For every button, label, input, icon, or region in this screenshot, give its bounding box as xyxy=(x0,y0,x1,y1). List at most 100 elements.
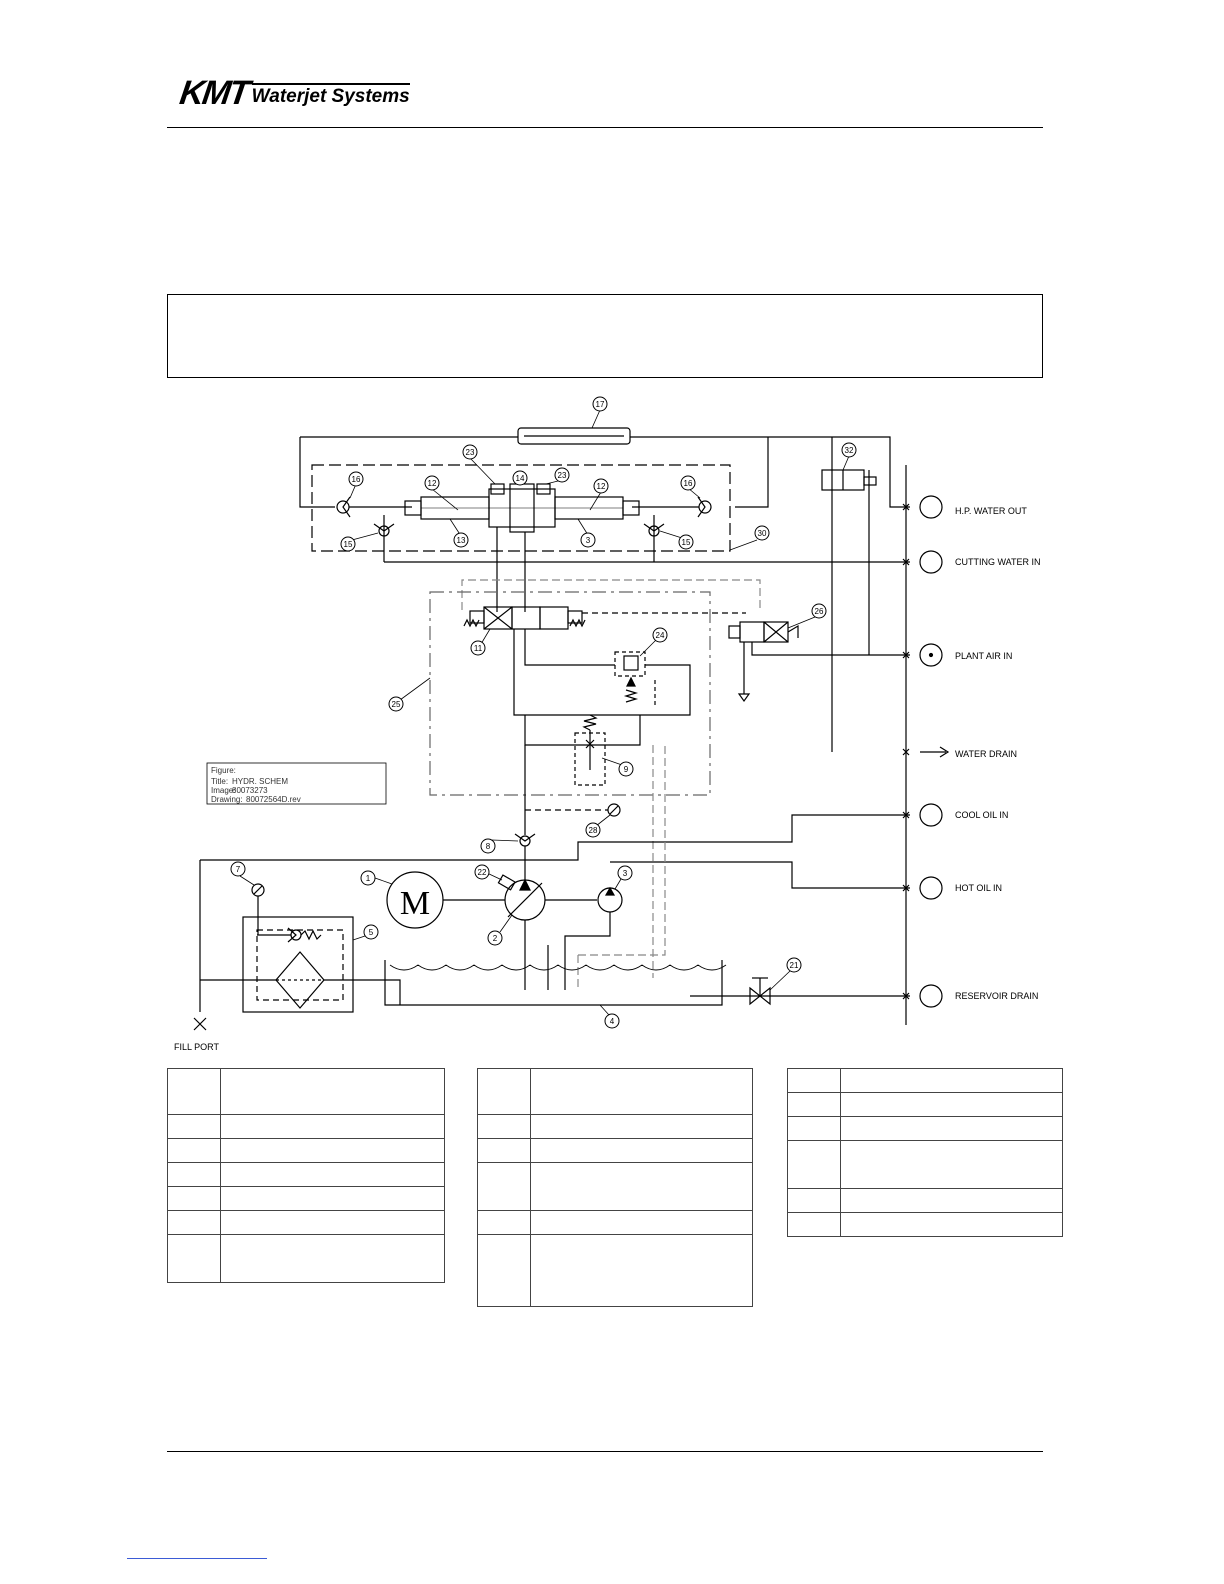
callout-circle xyxy=(512,470,528,486)
drawing-info-box xyxy=(206,762,387,805)
callout-number: 26 xyxy=(815,607,824,616)
table-row xyxy=(477,1068,753,1115)
item-number-cell xyxy=(167,1068,221,1115)
callout-leaders xyxy=(239,455,850,1016)
compensator-22 xyxy=(497,874,516,891)
logo-text: Waterjet Systems xyxy=(251,83,410,108)
callout-number: 11 xyxy=(474,644,483,653)
info-title-label: Title: xyxy=(211,777,228,786)
callout-circle xyxy=(474,864,490,880)
footer-link-underline xyxy=(127,1558,267,1559)
item-number-cell xyxy=(787,1140,841,1189)
callout-number: 9 xyxy=(624,765,629,774)
table-row xyxy=(787,1116,1063,1141)
table-row xyxy=(477,1114,753,1139)
item-number-cell xyxy=(167,1162,221,1187)
callout-number: 23 xyxy=(466,448,475,457)
callout-circle xyxy=(585,822,601,838)
item-number-cell xyxy=(167,1210,221,1235)
callout-number: 2 xyxy=(493,934,498,943)
info-title-value: HYDR. SCHEM xyxy=(232,777,288,786)
info-figure-label: Figure: xyxy=(211,766,236,775)
hot-oil-line xyxy=(610,861,910,889)
description-cell xyxy=(530,1162,753,1211)
description-cell xyxy=(840,1188,1063,1213)
callout-number: 12 xyxy=(428,479,437,488)
table-row xyxy=(477,1138,753,1163)
description-cell xyxy=(530,1138,753,1163)
plant-air-line xyxy=(751,642,910,656)
callout-number: 22 xyxy=(478,868,487,877)
callout-number: 17 xyxy=(596,400,605,409)
callout-number: 13 xyxy=(457,536,466,545)
callout-circle xyxy=(360,870,376,886)
parts-table-2 xyxy=(477,1068,753,1307)
item-number-cell xyxy=(787,1116,841,1141)
description-cell xyxy=(220,1234,445,1283)
callout-circle xyxy=(652,627,668,643)
callout-number: 3 xyxy=(586,536,591,545)
description-cell xyxy=(840,1116,1063,1141)
callout-circle xyxy=(363,924,379,940)
description-cell xyxy=(220,1138,445,1163)
callout-circle xyxy=(388,696,404,712)
label-hp-water-out: H.P. WATER OUT xyxy=(955,506,1027,516)
callout-circle xyxy=(453,532,469,548)
item-number-cell xyxy=(477,1138,531,1163)
description-cell xyxy=(840,1140,1063,1189)
description-cell xyxy=(530,1068,753,1115)
table-row xyxy=(787,1140,1063,1189)
hp-line-right xyxy=(735,437,769,508)
description-cell xyxy=(220,1210,445,1235)
callout-circle xyxy=(348,471,364,487)
callout-number: 21 xyxy=(790,961,799,970)
callout-number: 24 xyxy=(656,631,665,640)
table-row xyxy=(167,1186,445,1211)
port-symbols xyxy=(902,495,950,1008)
caption-box xyxy=(167,294,1043,378)
callout-number: 12 xyxy=(597,482,606,491)
header-rule xyxy=(167,127,1043,128)
item-number-cell xyxy=(787,1092,841,1117)
item-number-cell xyxy=(167,1234,221,1283)
info-drawing-label: Drawing: xyxy=(211,795,243,804)
callout-circle xyxy=(593,478,609,494)
callout-number: 4 xyxy=(610,1017,615,1026)
item-number-cell xyxy=(477,1210,531,1235)
callout-number: 1 xyxy=(366,874,371,883)
callout-circle xyxy=(340,536,356,552)
cool-oil-line xyxy=(200,814,910,861)
callout-circle xyxy=(678,534,694,550)
callout-circle xyxy=(841,442,857,458)
table-row xyxy=(787,1188,1063,1213)
callout-circle xyxy=(230,861,246,877)
info-drawing-value: 80072564D.rev xyxy=(246,795,301,804)
callout-number: 14 xyxy=(516,474,525,483)
item-number-cell xyxy=(167,1138,221,1163)
table-row xyxy=(167,1234,445,1283)
label-hot-oil-in: HOT OIL IN xyxy=(955,883,1002,893)
footer-rule xyxy=(167,1451,1043,1452)
proximity-switch-23-right xyxy=(536,483,551,495)
item-number-cell xyxy=(167,1114,221,1139)
description-cell xyxy=(220,1162,445,1187)
proximity-switch-23-left xyxy=(490,483,505,495)
table-row xyxy=(787,1068,1063,1093)
callout-number: 23 xyxy=(558,471,567,480)
description-cell xyxy=(840,1212,1063,1237)
pressure-gauge-28 xyxy=(607,803,621,817)
description-cell xyxy=(220,1114,445,1139)
info-image-value: 80073273 xyxy=(232,786,268,795)
callout-number: 16 xyxy=(684,479,693,488)
callout-number: 32 xyxy=(845,446,854,455)
label-cutting-water-in: CUTTING WATER IN xyxy=(955,557,1041,567)
callout-circle xyxy=(480,838,496,854)
table-row xyxy=(477,1210,753,1235)
table-row xyxy=(477,1162,753,1211)
callout-number: 7 xyxy=(236,865,241,874)
item-number-cell xyxy=(477,1234,531,1307)
info-image-label: Image: xyxy=(211,786,235,795)
label-reservoir-drain: RESERVOIR DRAIN xyxy=(955,991,1038,1001)
label-plant-air-in: PLANT AIR IN xyxy=(955,651,1012,661)
